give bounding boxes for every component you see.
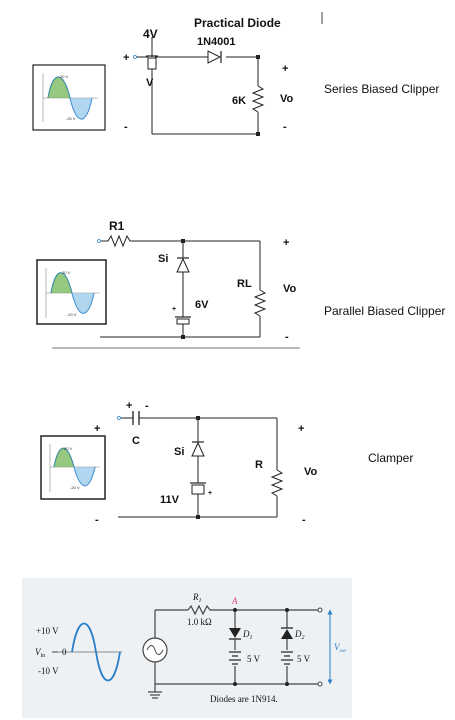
source-plus-1: +: [123, 52, 129, 64]
wave-top-label-3: 20 V: [64, 446, 73, 451]
diode-label-3: Si: [174, 446, 184, 458]
battery-11v: [190, 482, 206, 495]
diode-d2: [281, 629, 293, 639]
input-terminal-3: [117, 416, 121, 420]
node-dot-4b: [285, 608, 289, 612]
battery-d2: [281, 651, 293, 665]
node-dot-1b: [256, 132, 260, 136]
output-minus-1: -: [283, 121, 287, 133]
wave-bottom-label-1: -20 V: [66, 116, 76, 121]
caption-series-biased-clipper: Series Biased Clipper: [324, 82, 439, 96]
battery-d1: [229, 651, 241, 665]
r1-value-4: 1.0 kΩ: [187, 617, 212, 627]
caption-parallel-biased-clipper: Parallel Biased Clipper: [324, 304, 445, 318]
resistor-r1-4: [187, 604, 211, 616]
battery-label-d2: 5 V: [297, 654, 311, 664]
source-voltage-label-1: 4V: [143, 27, 158, 41]
capacitor-label-c: C: [132, 435, 140, 447]
input-plus-3: +: [94, 423, 100, 435]
battery-label-d1: 5 V: [247, 654, 261, 664]
node-dot-4c: [233, 682, 237, 686]
battery-plus-2: +: [172, 306, 176, 313]
vout-label: Vout: [334, 642, 347, 654]
resistor-rl: [253, 289, 267, 317]
output-label-3: Vo: [304, 466, 318, 478]
battery-6v: [175, 316, 191, 325]
input-waveform-box-2: 20 V -20 V: [36, 259, 107, 325]
input-zero: 0: [62, 647, 67, 657]
output-terminal-bottom: [317, 681, 323, 687]
cap-plus-3: +: [126, 400, 132, 412]
d2-label: D2: [294, 629, 305, 641]
node-a-label: A: [231, 596, 238, 606]
input-terminal-2: [97, 239, 101, 243]
wave-top-label-2: 20 V: [62, 270, 71, 275]
resistor-r1-label: R1: [109, 219, 125, 233]
ground-symbol: [148, 691, 162, 699]
output-minus-2: -: [285, 331, 289, 343]
si-diode-3: [191, 441, 205, 457]
caption-clamper: Clamper: [368, 451, 413, 465]
source-v-label-1: V: [146, 77, 154, 89]
output-label-2: Vo: [283, 283, 297, 295]
node-dot-4d: [285, 682, 289, 686]
textbook-figure-circuit: +10 V 0 -10 V Vin: [22, 578, 352, 718]
si-diode-2: [176, 257, 190, 273]
output-plus-1: +: [282, 63, 288, 75]
cap-minus-3: -: [145, 400, 149, 412]
capacitor-c: [132, 411, 140, 425]
node-dot-1a: [256, 55, 260, 59]
output-minus-3: -: [302, 514, 306, 526]
diode-d1: [229, 628, 241, 638]
input-waveform-box-1: 20 V -20 V: [32, 64, 106, 131]
diode-1n4001: [207, 50, 222, 64]
figure-background: [22, 578, 352, 718]
r1-label-4: R1: [192, 592, 202, 604]
node-dot-2a: [181, 239, 185, 243]
battery-label-11v: 11V: [160, 494, 180, 506]
node-a-dot: [233, 608, 237, 612]
diode-label-2: Si: [158, 253, 168, 265]
node-dot-3a: [196, 416, 200, 420]
battery-label-6v: 6V: [195, 299, 209, 311]
input-minus-3: -: [95, 514, 99, 526]
battery-4v: [133, 55, 158, 70]
practical-diode-title: Practical Diode: [194, 16, 281, 30]
input-waveform-box-3: 20 V -20 V: [40, 435, 106, 500]
wave-bottom-label-2: -20 V: [67, 312, 77, 317]
output-terminal-top: [317, 607, 323, 613]
output-plus-3: +: [298, 423, 304, 435]
clamper-circuit: 20 V -20 V + - C + - Si +: [40, 400, 413, 526]
resistor-r: [270, 469, 284, 497]
output-label-1: Vo: [280, 93, 294, 105]
resistor-label-1: 6K: [232, 95, 246, 107]
load-label-2: RL: [237, 278, 252, 290]
input-minus-1: -: [124, 121, 128, 133]
series-biased-clipper-circuit: 20 V -20 V Practical Diode 1N4001 4V: [32, 16, 439, 136]
input-neg-peak: -10 V: [38, 666, 59, 676]
input-label: Vin: [35, 647, 45, 659]
diode-part-label: 1N4001: [197, 36, 236, 48]
parallel-biased-clipper-circuit: 20 V -20 V R1 Si RL + 6V + Vo - Parallel…: [36, 219, 445, 349]
resistor-r1-and-top-wire: [101, 234, 260, 248]
battery-plus-3: +: [208, 490, 212, 497]
input-pos-peak: +10 V: [36, 626, 59, 636]
input-sine-wave: [71, 622, 121, 682]
ac-source-symbol: [146, 645, 164, 655]
d1-label: D1: [242, 629, 253, 641]
wave-bottom-label-3: -20 V: [70, 485, 80, 490]
resistor-6k: [251, 85, 265, 113]
wave-top-label-1: 20 V: [60, 74, 69, 79]
output-plus-2: +: [283, 237, 289, 249]
diode-note: Diodes are 1N914.: [210, 694, 278, 704]
resistor-label-3: R: [255, 459, 263, 471]
